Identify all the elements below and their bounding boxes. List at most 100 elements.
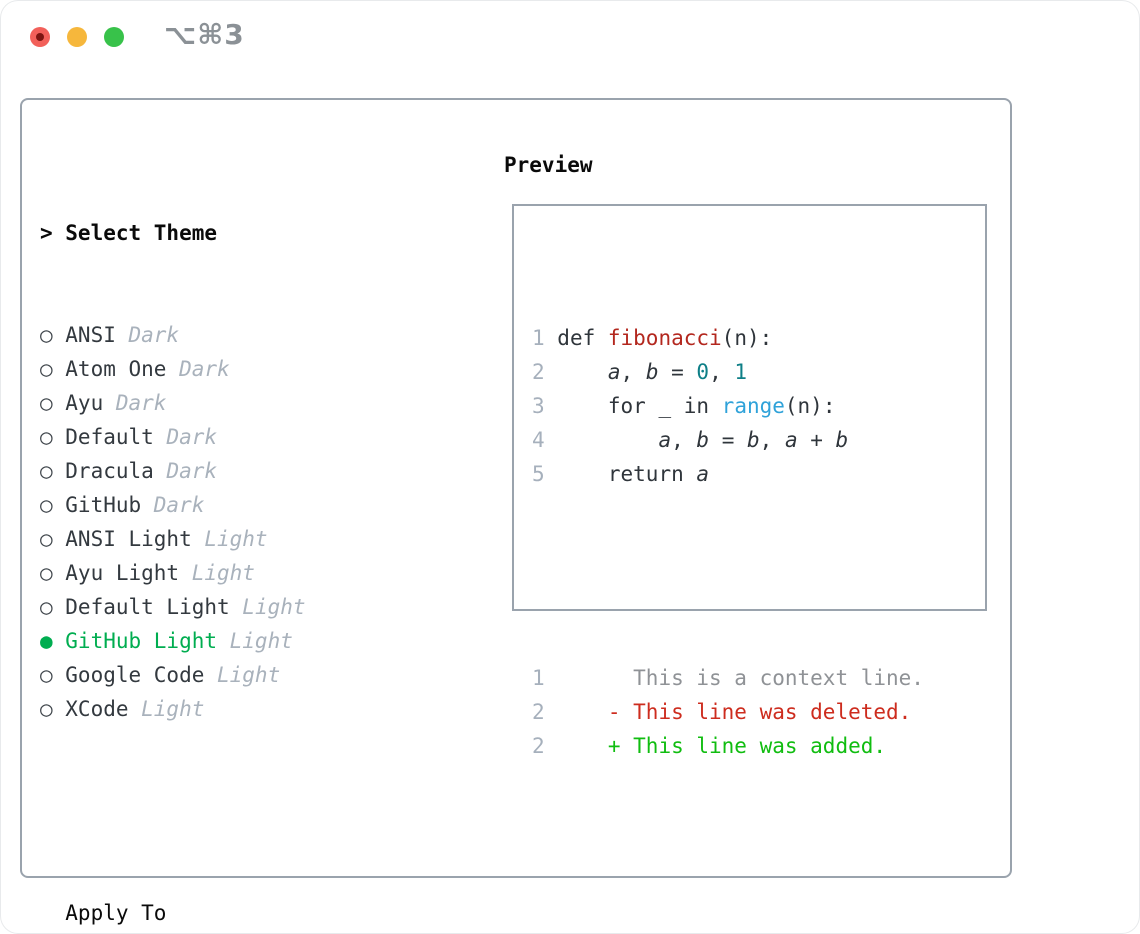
code-token: def (557, 326, 608, 350)
theme-name: XCode (65, 697, 129, 721)
theme-name: Google Code (65, 663, 205, 687)
select-theme-header: >Select Theme (40, 216, 394, 250)
line-number: 1 (532, 326, 558, 350)
theme-option-github-light[interactable]: ● GitHub Light Light (40, 624, 394, 658)
theme-picker-panel: >Select Theme ○ANSI Dark○Atom One Dark○A… (20, 98, 1012, 925)
close-dot-icon (36, 33, 44, 41)
code-token: b (747, 428, 760, 452)
line-number: 2 (532, 700, 558, 724)
theme-name: Ayu Light (65, 561, 180, 585)
code-token: + (797, 428, 836, 452)
code-token: a (784, 428, 798, 452)
code-token: fibonacci (607, 326, 722, 350)
radio-unselected-icon: ○ (40, 323, 53, 347)
line-number: 2 (532, 734, 558, 758)
theme-variant-label: Light (191, 527, 268, 551)
diff-text: - This line was deleted. (557, 700, 912, 724)
theme-option-default[interactable]: ○ Default Dark (40, 420, 394, 454)
theme-option-ansi-light[interactable]: ○ ANSI Light Light (40, 522, 394, 556)
code-token: return (557, 462, 697, 486)
spacer (40, 794, 394, 828)
theme-picker-list: >Select Theme ○ANSI Dark○Atom One Dark○A… (40, 148, 394, 934)
theme-option-google-code[interactable]: ○ Google Code Light (40, 658, 394, 692)
line-number: 2 (532, 360, 558, 384)
window-title: ⌥⌘3 (164, 18, 245, 51)
code-token: b (696, 428, 710, 452)
code-token: , (759, 428, 785, 452)
diff-preview: 1 This is a context line.2 - This line w… (532, 661, 985, 763)
diff-line-deleted: 2 - This line was deleted. (532, 695, 985, 729)
radio-unselected-icon: ○ (40, 425, 53, 449)
code-line: 1 def fibonacci(n): (532, 321, 985, 355)
spacer (532, 559, 985, 593)
theme-variant-label: Dark (141, 493, 205, 517)
code-token: a (658, 428, 672, 452)
line-number: 1 (532, 666, 558, 690)
apply-to-label: Apply To (65, 901, 167, 925)
code-line: 2 a, b = 0, 1 (532, 355, 985, 389)
code-token (557, 360, 608, 384)
radio-unselected-icon: ○ (40, 357, 53, 381)
radio-unselected-icon: ○ (40, 595, 53, 619)
code-token: , (709, 360, 735, 384)
theme-option-default-light[interactable]: ○Default Light Light (40, 590, 394, 624)
code-token (557, 428, 658, 452)
line-number: 3 (532, 394, 558, 418)
theme-variant-label: Dark (153, 425, 218, 449)
theme-variant-label: Light (179, 561, 255, 585)
theme-option-github[interactable]: ○ GitHub Dark (40, 488, 394, 522)
radio-selected-icon: ● (40, 629, 53, 653)
apply-to-header: Apply To (40, 896, 394, 930)
theme-option-xcode[interactable]: ○ XCode Light (40, 692, 394, 726)
theme-name: ANSI (65, 323, 116, 347)
theme-variant-label: Dark (153, 459, 218, 483)
line-number: 4 (532, 428, 558, 452)
theme-name: GitHub (65, 493, 142, 517)
radio-unselected-icon: ○ (40, 527, 53, 551)
radio-unselected-icon: ○ (40, 697, 53, 721)
diff-text: + This line was added. (557, 734, 887, 758)
code-token: (n): (784, 394, 836, 418)
code-line: 5 return a (532, 457, 985, 491)
theme-variant-label: Light (204, 663, 281, 687)
theme-variant-label: Light (229, 595, 306, 619)
code-token: for _ in (557, 394, 722, 418)
theme-option-atom-one[interactable]: ○Atom One Dark (40, 352, 394, 386)
theme-variant-label: Dark (115, 323, 180, 347)
diff-line-context: 1 This is a context line. (532, 661, 985, 695)
code-token: b (645, 360, 659, 384)
diff-line-added: 2 + This line was added. (532, 729, 985, 763)
radio-unselected-icon: ○ (40, 459, 53, 483)
close-button[interactable] (30, 27, 50, 47)
theme-name: Default (65, 425, 154, 449)
code-token: 0 (696, 360, 710, 384)
theme-variant-label: Dark (103, 391, 167, 415)
radio-unselected-icon: ○ (40, 663, 53, 687)
code-token: b (835, 428, 849, 452)
code-token: , (620, 360, 646, 384)
theme-name: ANSI Light (65, 527, 192, 551)
cursor-prefix-icon: > (40, 221, 53, 245)
theme-option-dracula[interactable]: ○Dracula Dark (40, 454, 394, 488)
theme-name: GitHub Light (65, 629, 217, 653)
theme-option-ansi[interactable]: ○ ANSI Dark (40, 318, 394, 352)
preview-heading: Preview (504, 153, 593, 177)
radio-unselected-icon: ○ (40, 493, 53, 517)
theme-option-ayu-light[interactable]: ○ Ayu Light Light (40, 556, 394, 590)
theme-option-ayu[interactable]: ○Ayu Dark (40, 386, 394, 420)
theme-variant-label: Light (128, 697, 205, 721)
code-line: 4 a, b = b, a + b (532, 423, 985, 457)
radio-unselected-icon: ○ (40, 391, 53, 415)
diff-text: This is a context line. (557, 666, 924, 690)
zoom-button[interactable] (104, 27, 124, 47)
line-number: 5 (532, 462, 558, 486)
code-token: a (696, 462, 710, 486)
theme-variant-label: Dark (166, 357, 230, 381)
theme-variant-label: Light (217, 629, 293, 653)
code-token: = (658, 360, 697, 384)
code-token: range (721, 394, 785, 418)
minimize-button[interactable] (67, 27, 87, 47)
radio-unselected-icon: ○ (40, 561, 53, 585)
